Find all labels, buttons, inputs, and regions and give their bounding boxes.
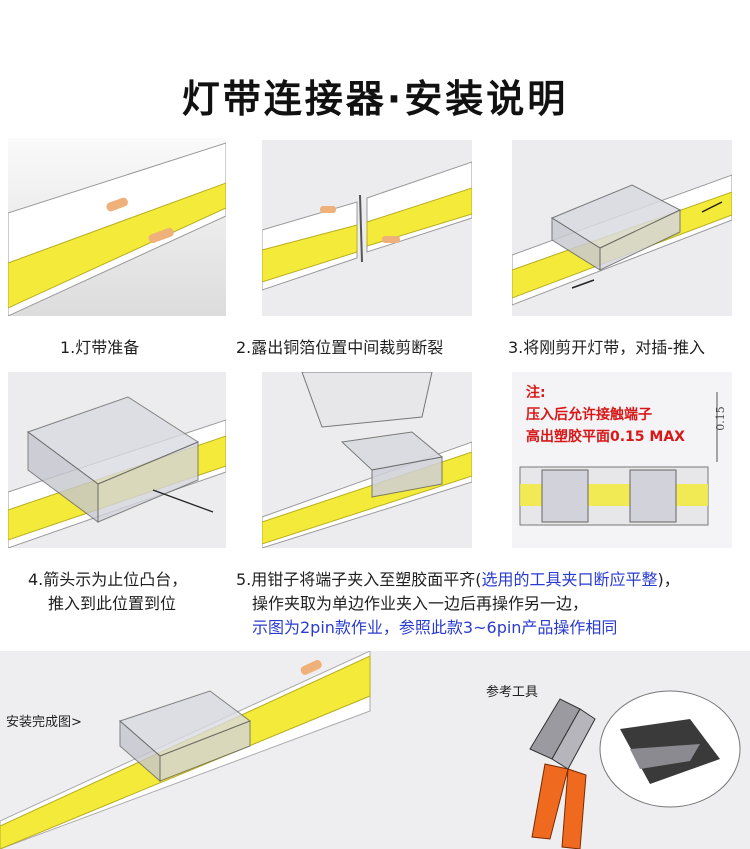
- pliers-icon: [529, 690, 741, 849]
- step1-caption: 1.灯带准备: [60, 338, 140, 357]
- step5-caption-line1: 5.用钳子将端子夹入至塑胶面平齐(选用的工具夹口断应平整)，: [236, 566, 680, 590]
- tool-label: 参考工具: [486, 685, 539, 700]
- step5-caption-a: 5.用钳子将端子夹入至塑胶面平齐(: [236, 570, 482, 589]
- bottom-section: 安装完成图> 参考工具: [0, 651, 750, 849]
- dimension-label: 0.15: [713, 406, 727, 431]
- note-line1: 注:: [526, 385, 546, 401]
- note-line2: 压入后允许接触端子: [526, 407, 652, 423]
- note-line3: 高出塑胶平面0.15 MAX: [526, 429, 685, 445]
- step4-caption-line1: 4.箭头示为止位凸台，: [28, 570, 188, 589]
- step5-caption-c: )，: [657, 570, 680, 589]
- step3-image: [512, 140, 732, 316]
- step2-caption: 2.露出铜箔位置中间裁剪断裂: [236, 338, 444, 357]
- completed-install-image: [0, 651, 371, 849]
- step4-caption-line2: 推入到此位置到位: [48, 594, 177, 613]
- step1-image: [8, 138, 226, 316]
- step5-detail-image: 注: 压入后允许接触端子 高出塑胶平面0.15 MAX 0.15: [512, 372, 732, 548]
- step4-image: [8, 372, 226, 548]
- step5-caption-b: 选用的工具夹口断应平整: [481, 570, 658, 589]
- step5-caption-line2: 操作夹取为单边作业夹入一边后再操作另一边，: [252, 594, 589, 613]
- completed-label: 安装完成图>: [6, 715, 82, 730]
- step3-caption: 3.将刚剪开灯带，对插-推入: [508, 338, 706, 357]
- step5-image: [262, 372, 472, 548]
- page-title: 灯带连接器·安装说明: [181, 77, 569, 121]
- step5-caption-line3: 示图为2pin款作业，参照此款3~6pin产品操作相同: [252, 618, 618, 637]
- step2-image: [262, 140, 472, 316]
